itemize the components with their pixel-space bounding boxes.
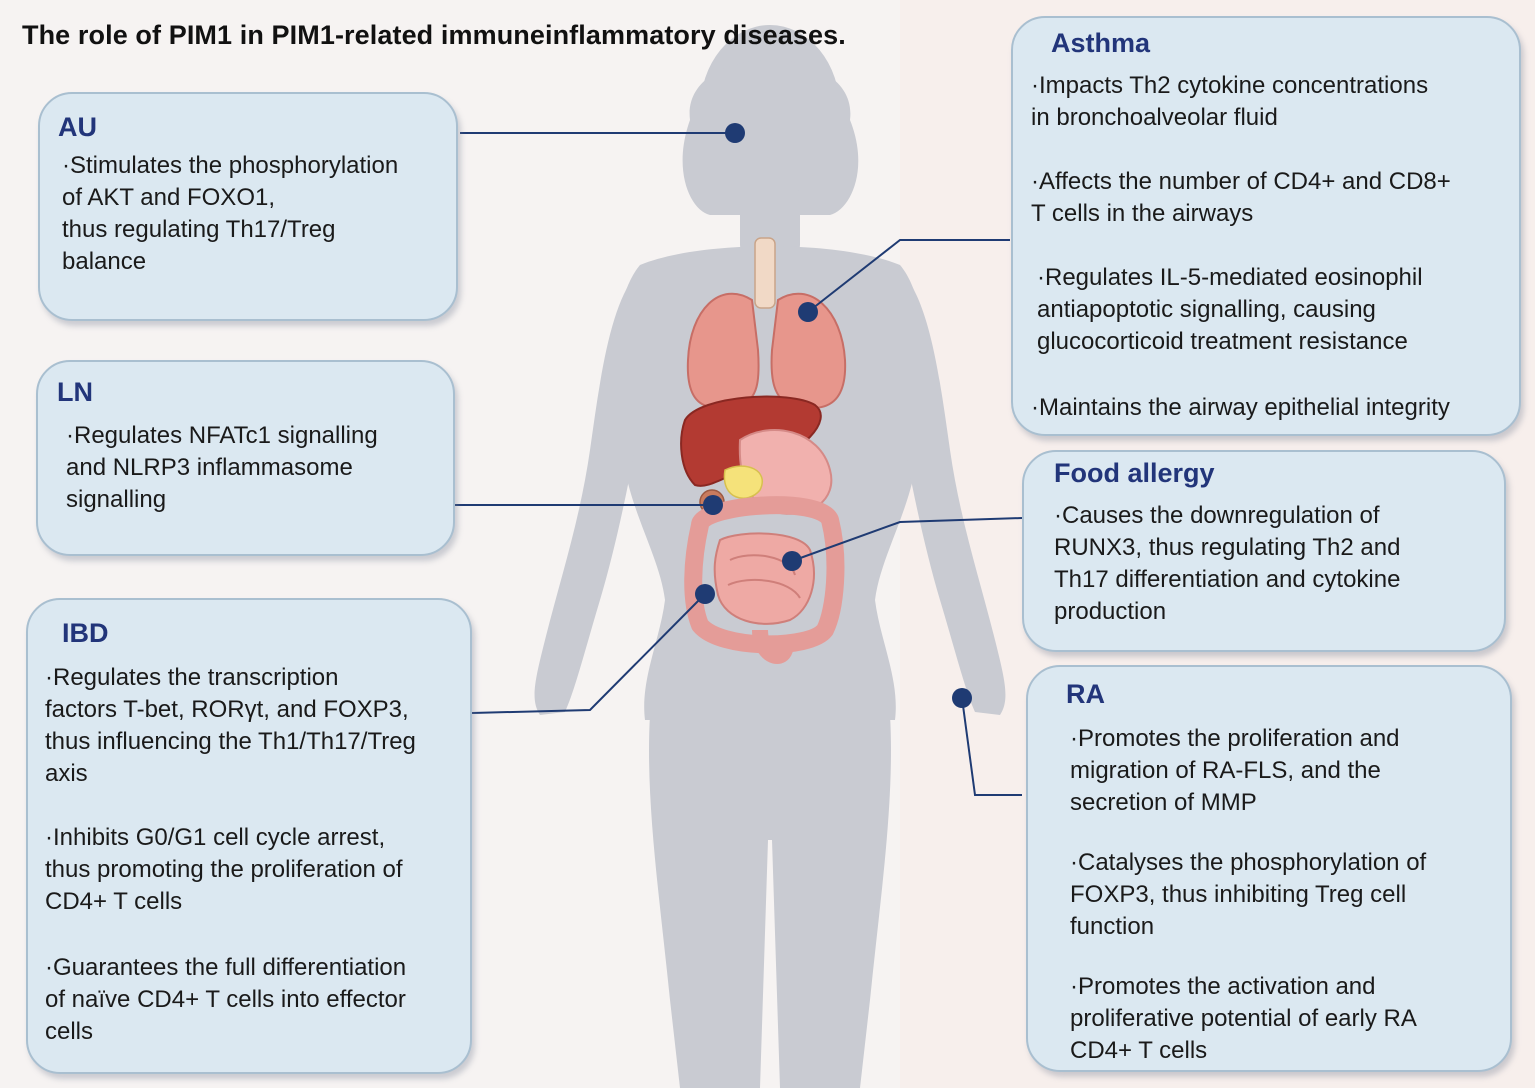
- connector-asthma: [807, 239, 1010, 313]
- box-ra-line: ·Catalyses the phosphorylation of: [1070, 849, 1427, 876]
- box-asthma-line: ·Affects the number of CD4+ and CD8+: [1031, 168, 1451, 195]
- box-ibd-line: axis: [45, 760, 88, 787]
- box-au-line: ·Stimulates the phosphorylation: [62, 152, 399, 179]
- box-ibd-line: ·Guarantees the full differentiation: [45, 954, 407, 981]
- box-ibd-line: ·Inhibits G0/G1 cell cycle arrest,: [45, 824, 386, 851]
- box-food-heading: Food allergy: [1054, 458, 1215, 488]
- box-au-line: thus regulating Th17/Treg: [62, 216, 336, 243]
- box-asthma-heading: Asthma: [1051, 28, 1151, 58]
- box-ra-heading: RA: [1066, 679, 1105, 709]
- box-ibd-line: of naïve CD4+ T cells into effector: [45, 986, 406, 1013]
- box-ibd-line: CD4+ T cells: [45, 888, 183, 915]
- box-asthma-line: T cells in the airways: [1031, 200, 1254, 227]
- box-ra: RA ·Promotes the proliferation and migra…: [1026, 665, 1512, 1072]
- box-ra-line: ·Promotes the proliferation and: [1070, 725, 1400, 752]
- box-food-line: ·Causes the downregulation of: [1054, 502, 1380, 529]
- box-ibd-line: thus promoting the proliferation of: [45, 856, 403, 883]
- box-food-allergy: Food allergy ·Causes the downregulation …: [1022, 450, 1506, 652]
- box-ra-line: FOXP3, thus inhibiting Treg cell: [1070, 881, 1407, 908]
- box-asthma-line: in bronchoalveolar fluid: [1031, 104, 1278, 131]
- box-ra-line: proliferative potential of early RA: [1070, 1005, 1417, 1032]
- box-ln: LN ·Regulates NFATc1 signalling and NLRP…: [36, 360, 455, 556]
- box-au-line: balance: [62, 248, 147, 275]
- box-ln-line: signalling: [66, 486, 167, 513]
- connector-dots: [695, 123, 972, 708]
- connectors: [455, 132, 1023, 796]
- box-ibd-line: thus influencing the Th1/Th17/Treg: [45, 728, 416, 755]
- box-ln-line: ·Regulates NFATc1 signalling: [66, 422, 378, 449]
- box-ibd-line: cells: [45, 1018, 94, 1045]
- box-au: AU ·Stimulates the phosphorylation of AK…: [38, 92, 458, 321]
- box-food-line: RUNX3, thus regulating Th2 and: [1054, 534, 1401, 561]
- connector-ra: [961, 697, 1022, 796]
- box-ln-heading: LN: [57, 377, 93, 407]
- dot-ibd: [695, 584, 715, 604]
- connector-ibd: [471, 593, 706, 714]
- box-ln-line: and NLRP3 inflammasome: [66, 454, 353, 481]
- box-ibd: IBD ·Regulates the transcription factors…: [26, 598, 472, 1074]
- box-ra-line: migration of RA-FLS, and the: [1070, 757, 1381, 784]
- box-asthma-line: antiapoptotic signalling, causing: [1037, 296, 1376, 323]
- box-ibd-line: ·Regulates the transcription: [45, 664, 339, 691]
- box-ra-line: function: [1070, 913, 1155, 940]
- box-ibd-line: factors T-bet, RORγt, and FOXP3,: [45, 696, 409, 723]
- box-asthma-line: ·Regulates IL-5-mediated eosinophil: [1037, 264, 1423, 291]
- connector-food: [791, 517, 1023, 562]
- box-food-line: Th17 differentiation and cytokine: [1054, 566, 1401, 593]
- organs: [680, 237, 847, 664]
- dot-au: [725, 123, 745, 143]
- box-asthma-line: glucocorticoid treatment resistance: [1037, 328, 1408, 355]
- dot-ra: [952, 688, 972, 708]
- box-au-heading: AU: [58, 112, 97, 142]
- box-asthma-line: ·Maintains the airway epithelial integri…: [1031, 394, 1450, 421]
- box-asthma-line: ·Impacts Th2 cytokine concentrations: [1031, 72, 1429, 99]
- box-ra-line: ·Promotes the activation and: [1070, 973, 1376, 1000]
- box-ra-line: CD4+ T cells: [1070, 1037, 1208, 1064]
- dot-asthma: [798, 302, 818, 322]
- box-ibd-heading: IBD: [62, 618, 109, 648]
- box-asthma: Asthma ·Impacts Th2 cytokine concentrati…: [1011, 16, 1521, 436]
- box-ra-line: secretion of MMP: [1070, 789, 1257, 816]
- page-title: The role of PIM1 in PIM1-related immunei…: [22, 20, 846, 50]
- dot-ln: [703, 495, 723, 515]
- box-food-line: production: [1054, 598, 1167, 625]
- dot-food: [782, 551, 802, 571]
- box-au-line: of AKT and FOXO1,: [62, 184, 275, 211]
